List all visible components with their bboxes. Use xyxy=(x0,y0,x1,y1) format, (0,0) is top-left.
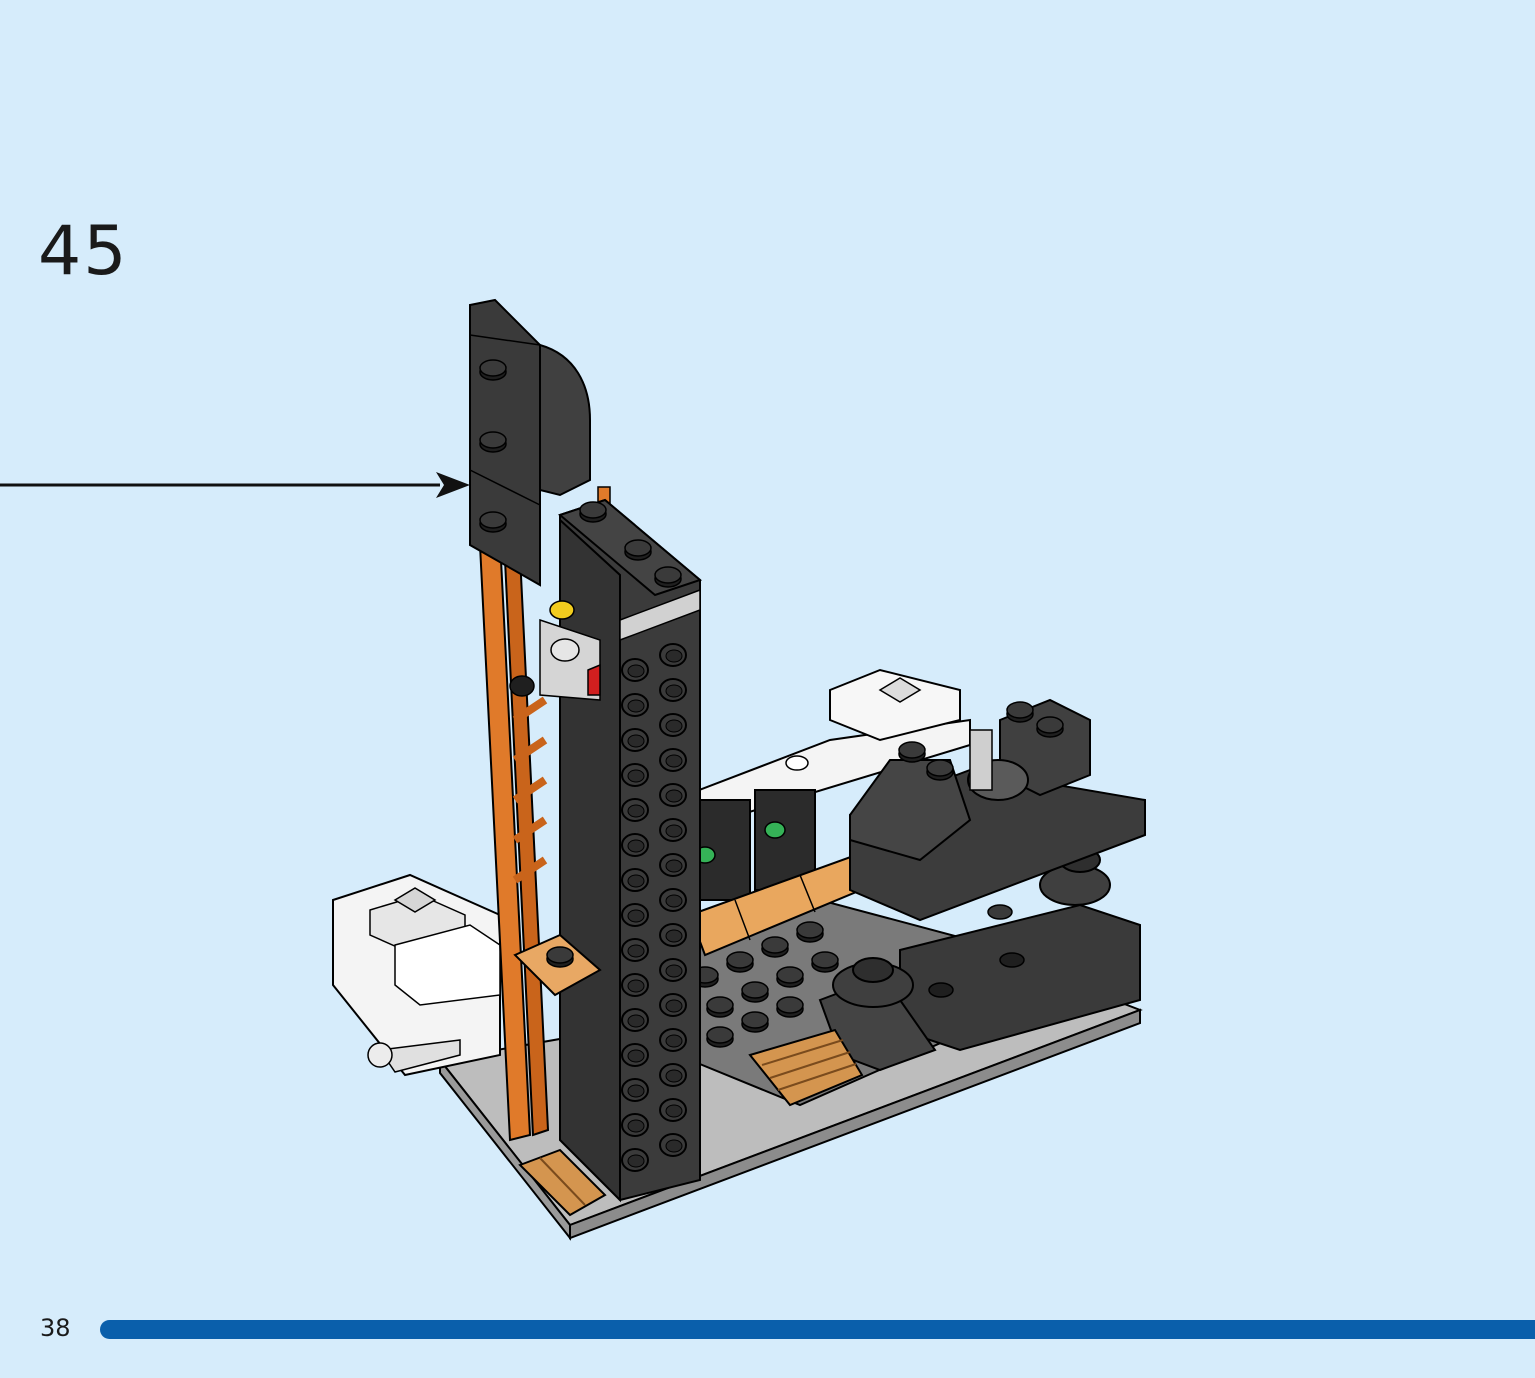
orange-ladder xyxy=(478,486,611,1142)
wood-crate-front xyxy=(748,1028,864,1107)
wood-crate-bottom xyxy=(518,1148,607,1217)
lego-build-illustration xyxy=(0,298,1146,1241)
progress-fill xyxy=(100,1320,1535,1339)
technic-tower xyxy=(509,498,703,1203)
new-part-slope-tile xyxy=(469,298,591,587)
step-number: 45 xyxy=(38,212,129,291)
press-machine xyxy=(818,698,1146,1072)
callout-arrow xyxy=(0,472,470,498)
progress-bar xyxy=(100,1320,1535,1339)
white-back-wall xyxy=(658,668,971,901)
page-number: 38 xyxy=(40,1314,71,1342)
white-corner-block xyxy=(332,873,501,1077)
